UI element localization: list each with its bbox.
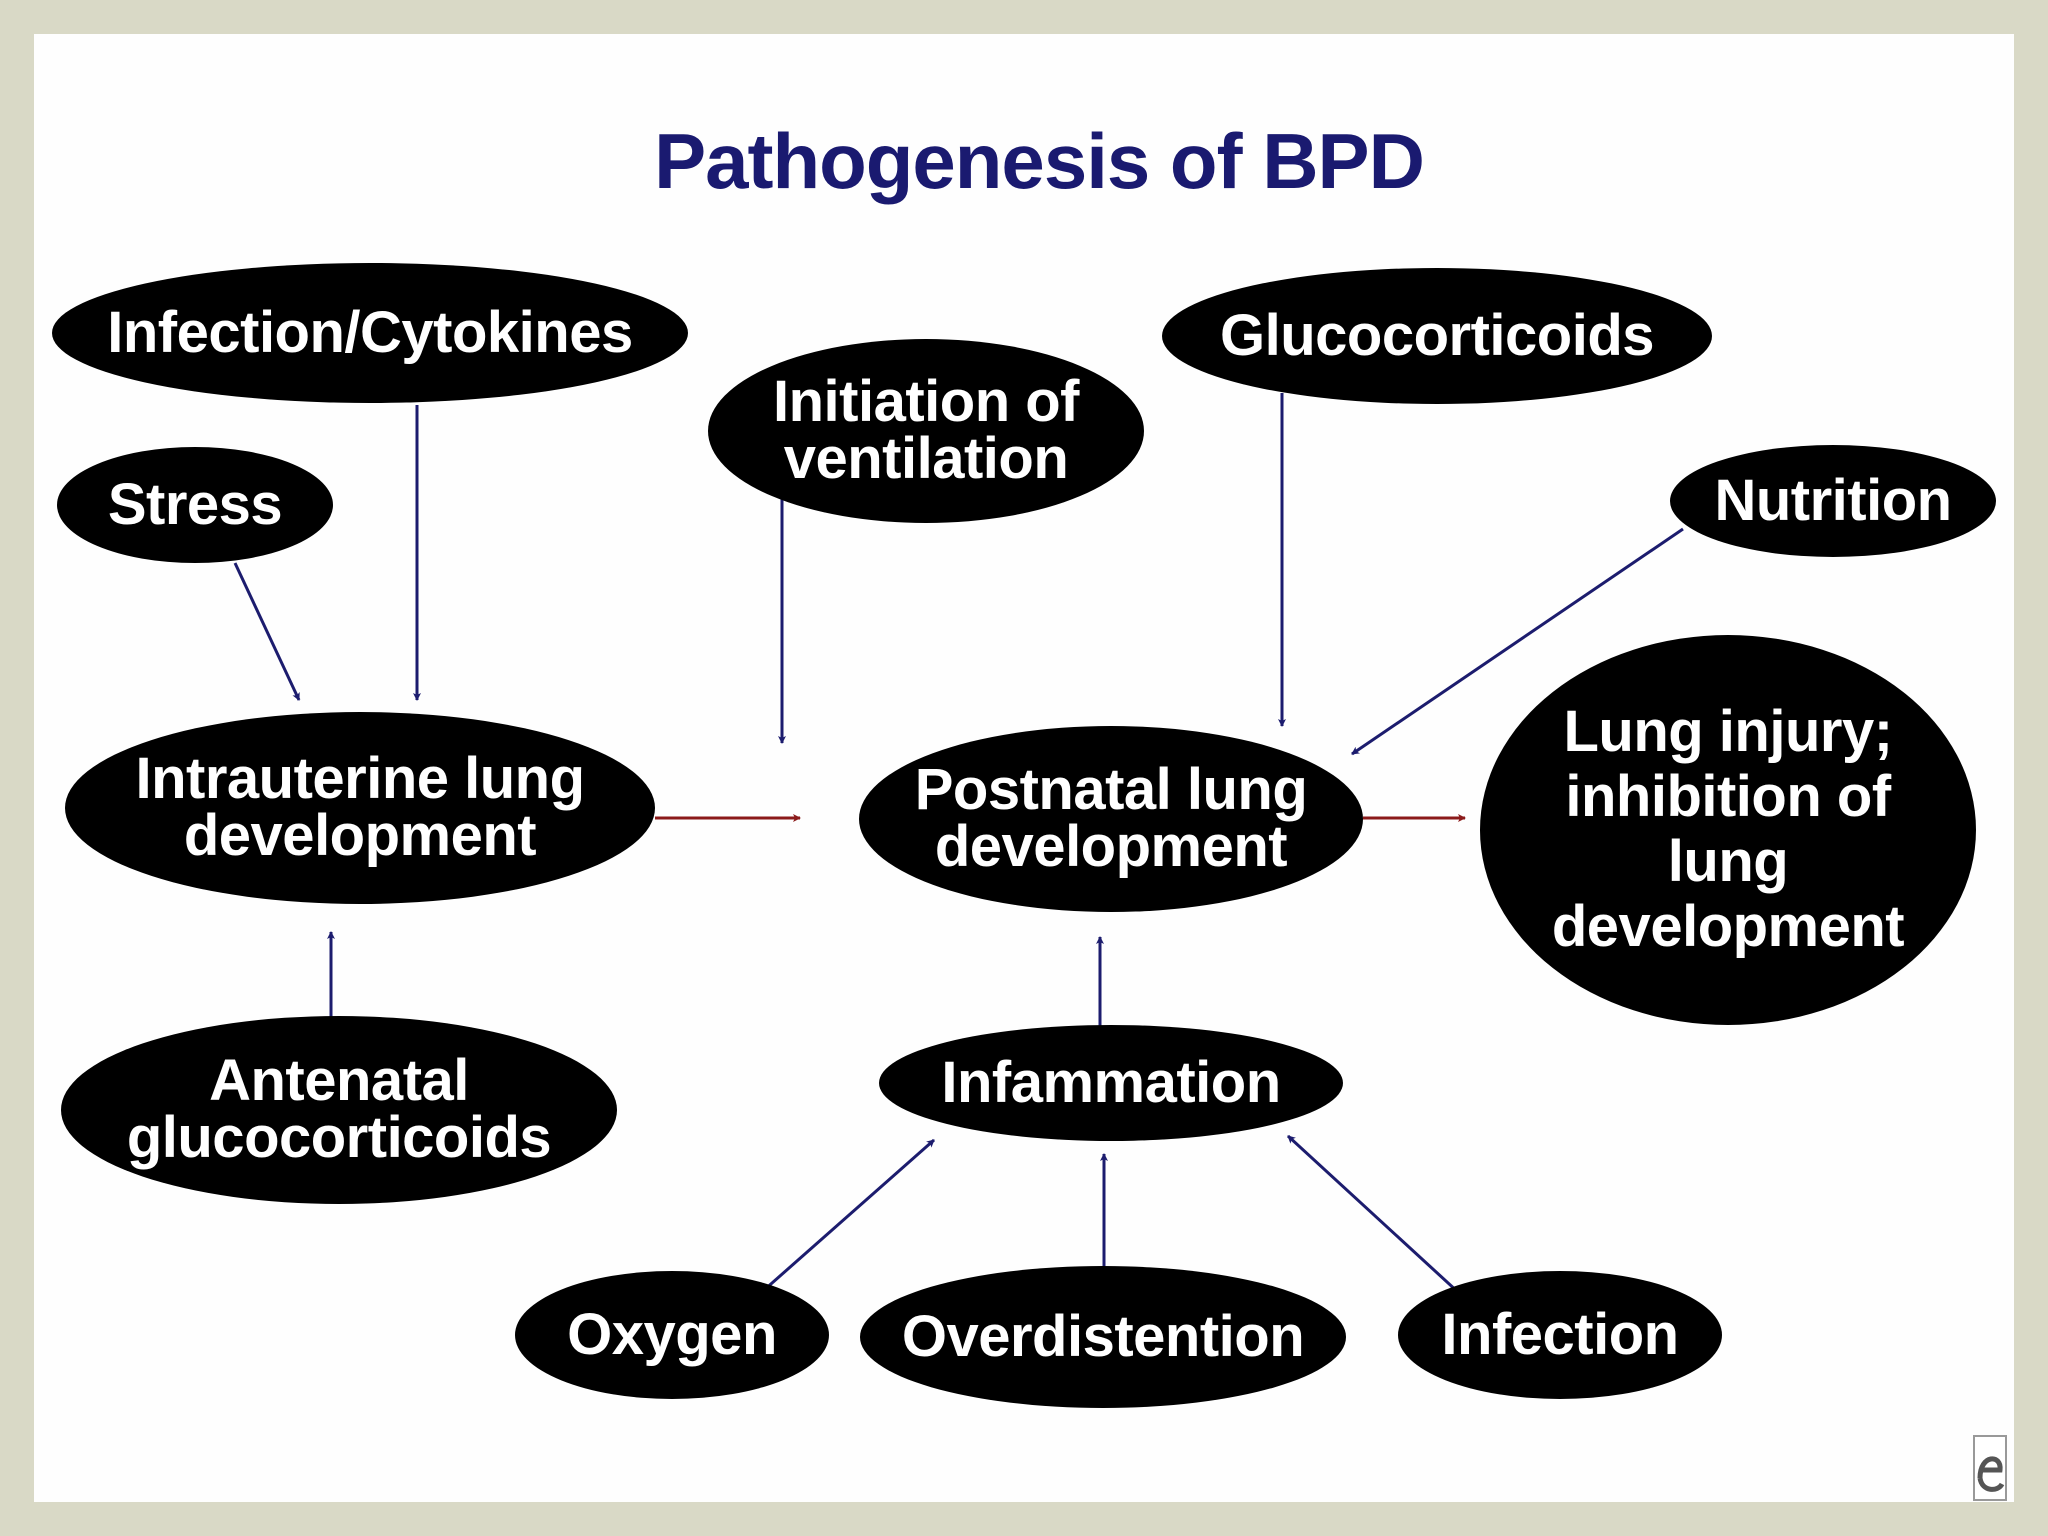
node-oxygen (515, 1271, 829, 1399)
node-label-oxygen: Oxygen (567, 1306, 777, 1364)
page-title: Pathogenesis of BPD (654, 117, 1425, 205)
nodes-layer (52, 263, 1996, 1408)
node-label-line: Infection/Cytokines (107, 300, 633, 365)
node-label-line: Infammation (941, 1050, 1281, 1115)
node-label-line: Antenatal (209, 1048, 469, 1114)
node-label-line: Overdistention (901, 1304, 1305, 1369)
arrow-stress-to-intrauterine (233, 562, 301, 701)
node-label-line: Stress (107, 472, 283, 537)
node-label-line: inhibition of (1565, 764, 1891, 830)
node-label-infection-cytokines: Infection/Cytokines (107, 300, 633, 365)
node-label-stress: Stress (107, 472, 283, 537)
node-postnatal (859, 726, 1363, 912)
node-intrauterine (65, 712, 655, 904)
node-glucocorticoids (1162, 268, 1712, 404)
node-label-line: Initiation of (773, 369, 1080, 435)
node-antenatal (61, 1016, 617, 1204)
node-stress (57, 447, 333, 563)
node-label-line: glucocorticoids (126, 1105, 552, 1170)
node-nutrition (1670, 445, 1996, 557)
node-label-line: development (183, 803, 537, 868)
node-infection-cytokines (52, 263, 688, 403)
node-label-line: ventilation (783, 426, 1069, 491)
node-label-infection: Infection (1441, 1302, 1679, 1367)
node-label-line: Nutrition (1714, 468, 1952, 533)
node-label-line: Postnatal lung (914, 757, 1308, 823)
node-label-nutrition: Nutrition (1714, 468, 1952, 533)
node-label-line: development (1551, 893, 1905, 959)
arrow-oxygen-to-inflammation (762, 1138, 935, 1293)
arrow-nutrition-to-postnatal (1351, 527, 1684, 756)
node-label-overdistention: Overdistention (901, 1304, 1305, 1369)
node-overdistention (860, 1266, 1346, 1408)
arrow-infection-to-inflammation (1286, 1134, 1461, 1295)
node-label-line: Infection (1441, 1302, 1679, 1367)
edges-layer (233, 393, 1684, 1295)
node-label-line: Oxygen (567, 1302, 777, 1367)
node-inflammation (879, 1025, 1343, 1141)
node-lung-injury (1480, 635, 1976, 1025)
node-label-glucocorticoids: Glucocorticoids (1219, 303, 1655, 368)
node-label-line: Glucocorticoids (1219, 303, 1655, 368)
node-label-line: Lung injury; (1563, 699, 1893, 765)
node-initiation-ventilation (708, 339, 1144, 523)
node-label-line: Intrauterine lung (135, 746, 585, 812)
node-label-inflammation: Infammation (941, 1050, 1281, 1115)
node-label-line: development (934, 814, 1288, 879)
node-infection (1398, 1271, 1722, 1399)
publisher-logo-icon (1973, 1435, 2007, 1501)
node-label-line: lung (1667, 829, 1789, 894)
